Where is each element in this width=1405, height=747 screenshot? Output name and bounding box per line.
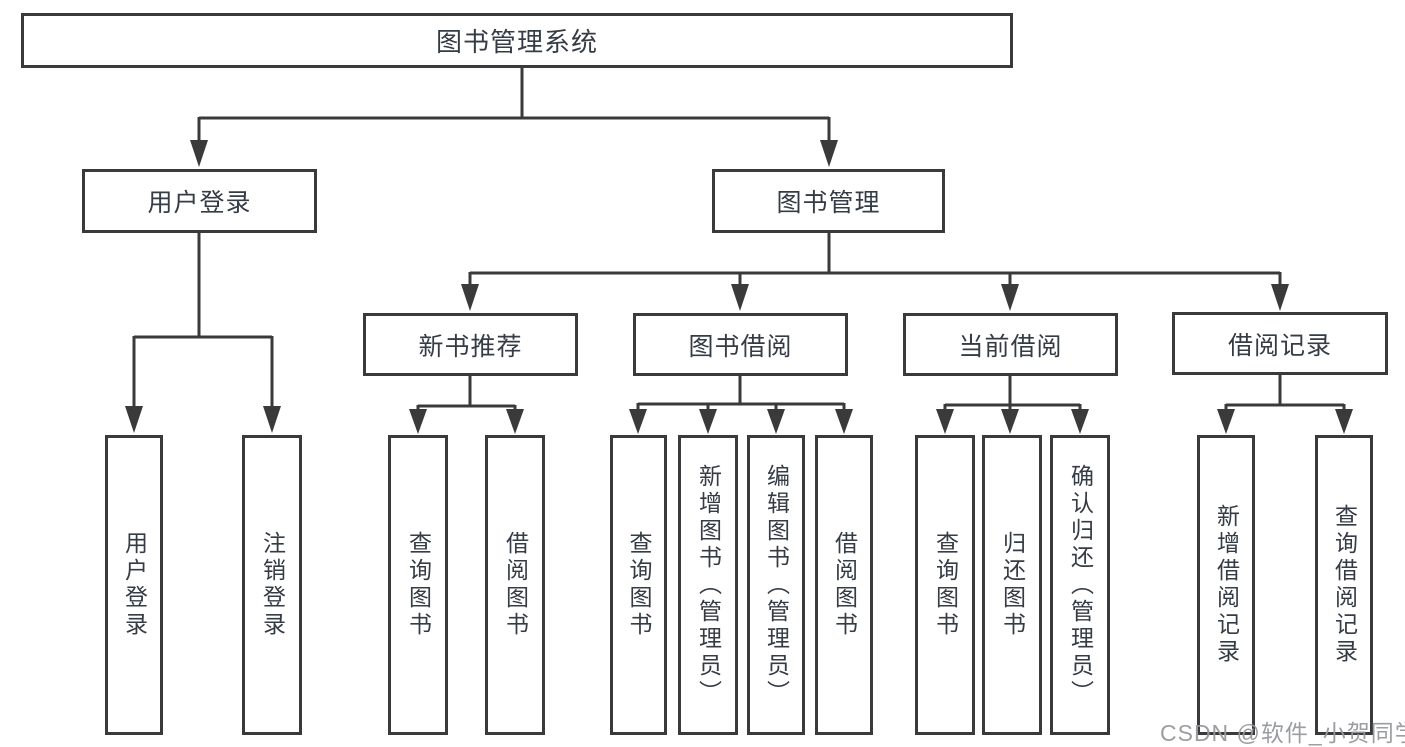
arrowhead bbox=[125, 406, 143, 433]
node-current-borrowing: 当前借阅 bbox=[903, 313, 1118, 376]
node-label: 编辑图书（管理员） bbox=[763, 463, 790, 707]
arrowhead bbox=[699, 409, 717, 434]
node-label: 注销登录 bbox=[259, 531, 286, 639]
node-label: 查询图书 bbox=[405, 531, 432, 639]
arrowhead bbox=[1071, 409, 1089, 434]
arrowhead bbox=[1001, 409, 1019, 434]
node-label: 图书借阅 bbox=[688, 332, 793, 361]
node-book-management: 图书管理 bbox=[712, 169, 945, 233]
node-label: 新增借阅记录 bbox=[1213, 504, 1240, 666]
leaf-add-borrow-record: 新增借阅记录 bbox=[1197, 435, 1255, 735]
node-label: 用户登录 bbox=[121, 531, 148, 639]
leaf-confirm-return-admin: 确认归还（管理员） bbox=[1050, 435, 1110, 735]
node-root-system: 图书管理系统 bbox=[21, 13, 1013, 68]
arrowhead bbox=[1271, 284, 1289, 311]
arrowhead bbox=[1335, 409, 1353, 434]
leaf-query-books-recommend: 查询图书 bbox=[388, 435, 448, 735]
node-label: 查询借阅记录 bbox=[1331, 504, 1358, 666]
leaf-user-login: 用户登录 bbox=[105, 435, 163, 735]
node-label: 用户登录 bbox=[147, 189, 252, 217]
arrowhead bbox=[409, 409, 427, 434]
leaf-logout: 注销登录 bbox=[242, 435, 302, 735]
node-label: 确认归还（管理员） bbox=[1067, 463, 1094, 707]
leaf-query-books-borrowing: 查询图书 bbox=[610, 435, 667, 735]
arrowhead bbox=[936, 409, 954, 434]
node-borrowing-records: 借阅记录 bbox=[1172, 312, 1388, 375]
node-new-book-recommend: 新书推荐 bbox=[363, 313, 578, 376]
arrowhead bbox=[767, 409, 785, 434]
node-label: 新增图书（管理员） bbox=[695, 463, 722, 707]
leaf-borrow-books-recommend: 借阅图书 bbox=[485, 435, 545, 735]
arrowheads bbox=[125, 140, 1353, 434]
leaf-edit-books-admin: 编辑图书（管理员） bbox=[747, 435, 805, 735]
node-label: 查询图书 bbox=[626, 531, 652, 639]
node-label: 借阅图书 bbox=[831, 531, 858, 639]
leaf-query-borrow-record: 查询借阅记录 bbox=[1315, 435, 1373, 735]
node-label: 图书管理系统 bbox=[435, 27, 598, 57]
node-label: 查询图书 bbox=[932, 531, 959, 639]
node-label: 归还图书 bbox=[999, 531, 1026, 639]
node-book-borrowing: 图书借阅 bbox=[633, 313, 848, 376]
arrowhead bbox=[190, 140, 208, 167]
node-label: 图书管理 bbox=[776, 189, 881, 217]
arrowhead bbox=[731, 284, 749, 311]
leaf-add-books-admin: 新增图书（管理员） bbox=[678, 435, 738, 735]
arrowhead bbox=[820, 140, 838, 167]
node-label: 借阅图书 bbox=[502, 531, 529, 639]
arrowhead bbox=[1001, 284, 1019, 311]
arrowhead bbox=[1217, 409, 1235, 434]
node-label: 当前借阅 bbox=[958, 332, 1063, 361]
csdn-watermark: CSDN @软件_小贺同学 bbox=[1160, 720, 1405, 746]
arrowhead bbox=[263, 406, 281, 433]
arrowhead bbox=[629, 409, 647, 434]
leaf-return-books: 归还图书 bbox=[982, 435, 1042, 735]
arrowhead bbox=[835, 409, 853, 434]
node-user-login: 用户登录 bbox=[82, 169, 317, 233]
node-label: 借阅记录 bbox=[1227, 331, 1332, 360]
leaf-query-books-current: 查询图书 bbox=[915, 435, 975, 735]
arrowhead bbox=[461, 284, 479, 311]
node-label: 新书推荐 bbox=[418, 332, 523, 361]
arrowhead bbox=[506, 409, 524, 434]
leaf-borrow-books: 借阅图书 bbox=[815, 435, 873, 735]
